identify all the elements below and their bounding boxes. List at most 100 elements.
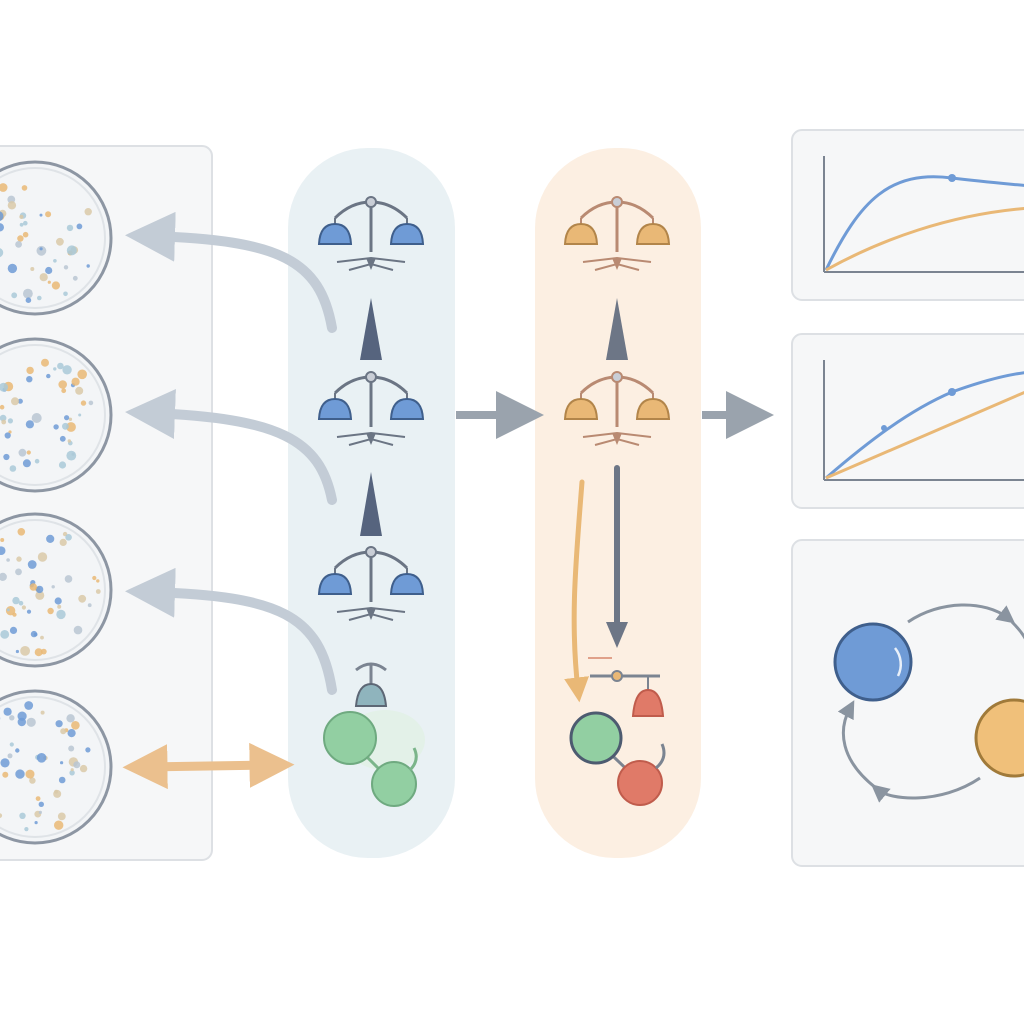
dish-dot [29, 583, 37, 591]
dish-dot [36, 245, 47, 256]
dish-dot [0, 414, 7, 422]
balance-scale-icon [317, 371, 425, 446]
down-arrow-1 [360, 298, 382, 360]
down-arrow-2 [360, 472, 382, 536]
dish-dot [19, 222, 24, 227]
dish-dot [79, 764, 88, 773]
dish-dot [65, 534, 72, 541]
dish-dot [56, 609, 66, 620]
dish-dot [7, 418, 13, 424]
dish-dot [23, 288, 33, 299]
petri-dish-icon [0, 689, 113, 845]
blue-node [833, 622, 913, 702]
dish-dot [0, 183, 8, 192]
dish-dot [36, 753, 47, 763]
dish-dot [55, 720, 63, 728]
chart-2-point-2 [948, 388, 956, 396]
cycle-arrow-bottom [871, 776, 981, 803]
balance-scale-icon [563, 196, 671, 271]
dish-dot [22, 459, 31, 468]
dish-dot [9, 715, 15, 721]
dish-dot [58, 776, 66, 784]
dish-dot [24, 701, 34, 710]
dish-dot [59, 538, 67, 547]
dish-dot [53, 259, 57, 263]
dish-dot [4, 432, 11, 439]
petri-dish-group [0, 160, 113, 845]
dish-dot [68, 745, 75, 752]
dish-dot [1, 419, 7, 425]
dish-dot [11, 397, 19, 406]
chart-1-blue-line [824, 175, 1024, 271]
dish-dot [77, 369, 87, 380]
dish-dot [45, 266, 53, 275]
dish-dot [18, 600, 24, 606]
dish-dot [58, 461, 67, 469]
dish-dot [21, 185, 28, 191]
dish-dot [70, 768, 74, 772]
dish-dot [40, 648, 47, 655]
dish-dot [35, 585, 44, 594]
dish-dot [64, 575, 73, 583]
dish-dot [78, 594, 87, 603]
dish-dot [35, 796, 41, 801]
dish-dot [34, 458, 40, 464]
dish-dot [26, 376, 33, 383]
dish-dot [61, 388, 67, 394]
dish-dot [15, 748, 20, 753]
sample-panel [0, 145, 213, 861]
dish-dot [85, 747, 91, 753]
dish-dot [22, 231, 29, 238]
red-scale-icon [588, 657, 665, 717]
dish-dot [51, 281, 61, 290]
feedback-arrow-3 [125, 567, 337, 695]
dish-dot [47, 607, 54, 615]
dish-dot [66, 245, 77, 256]
dish-dot [45, 211, 52, 218]
dish-dot [0, 758, 10, 768]
line-chart-1 [823, 156, 1024, 273]
dish-dot [7, 263, 18, 274]
dish-dot [71, 721, 80, 730]
chart-1-orange-line [825, 207, 1024, 272]
dish-dot [17, 398, 23, 404]
dish-dot [23, 220, 28, 226]
dish-dot [30, 267, 35, 271]
dish-dot [39, 213, 43, 217]
dish-dot [20, 646, 30, 656]
dish-dot [80, 400, 87, 406]
dish-dot [73, 761, 81, 769]
cycle-panel [791, 539, 1024, 867]
dish-dot [6, 608, 10, 612]
dish-dot [41, 358, 49, 367]
dish-dot [12, 596, 20, 605]
line-chart-2 [823, 360, 1024, 481]
dish-dot [39, 247, 43, 251]
dish-dot [73, 625, 83, 635]
chart-panel-1 [791, 129, 1024, 301]
dish-dot [47, 280, 51, 284]
dish-dot [15, 241, 22, 248]
dish-dot [17, 528, 26, 536]
dish-dot [69, 770, 75, 776]
dish-dot [0, 248, 4, 258]
dish-dot [17, 235, 24, 242]
dish-dot [57, 604, 62, 609]
dish-dot [54, 789, 58, 794]
dish-dot [5, 606, 16, 616]
dish-dot [0, 382, 8, 392]
dish-dot [63, 291, 68, 297]
dish-dot [3, 707, 12, 716]
balance-scale-icon [563, 371, 671, 446]
dish-dot [3, 453, 10, 461]
dish-dot [58, 380, 67, 389]
dish-dot [51, 585, 55, 589]
chart-2-blue-line [825, 371, 1024, 480]
dish-dot [34, 821, 38, 825]
dish-dot [33, 632, 38, 637]
dish-dot [15, 649, 19, 654]
dish-dot [29, 777, 36, 784]
dish-dot [9, 742, 14, 747]
petri-dish-icon [0, 512, 113, 668]
